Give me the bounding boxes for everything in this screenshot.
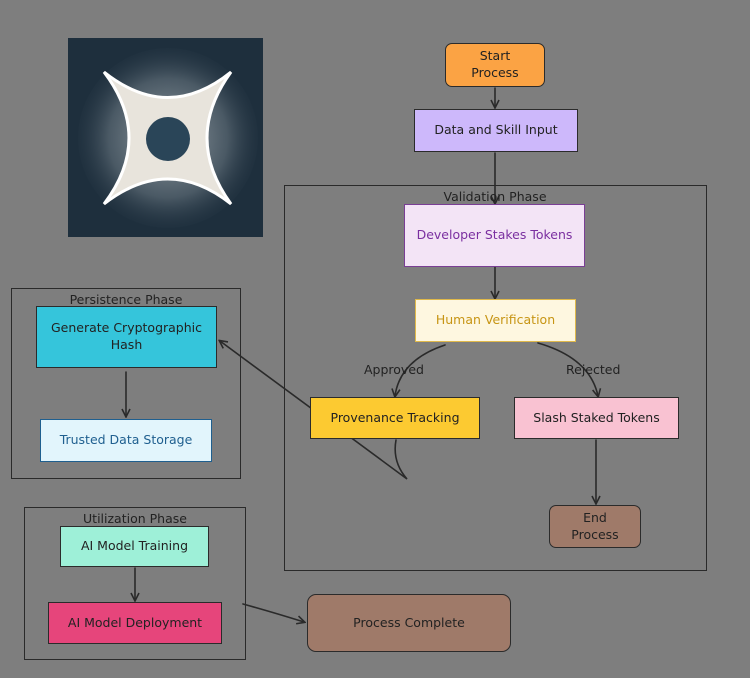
process-complete-node[interactable]: Process Complete [307,594,511,652]
human-verification-node[interactable]: Human Verification [415,299,576,342]
end-process-node[interactable]: End Process [549,505,641,548]
sparkle-logo-icon [68,38,263,237]
utilization-phase-container [24,507,246,660]
rejected-edge-label: Rejected [566,362,621,377]
edge-verify-to-slash [537,342,598,396]
validation-phase-container [284,185,707,571]
persistence-phase-container [11,288,241,479]
edge-deployment-to-complete [242,603,304,622]
provenance-tracking-node[interactable]: Provenance Tracking [310,397,480,439]
data-skill-input-node[interactable]: Data and Skill Input [414,109,578,152]
edge-verify-to-provenance [395,344,446,396]
persistence-phase-label: Persistence Phase [69,292,183,307]
approved-edge-label: Approved [364,362,424,377]
trusted-data-storage-node[interactable]: Trusted Data Storage [40,419,212,462]
ai-model-training-node[interactable]: AI Model Training [60,526,209,567]
ai-model-deployment-node[interactable]: AI Model Deployment [48,602,222,644]
start-process-node[interactable]: Start Process [445,43,545,87]
developer-stakes-tokens-node[interactable]: Developer Stakes Tokens [404,204,585,267]
logo-image [68,38,263,237]
generate-cryptographic-hash-node[interactable]: Generate Cryptographic Hash [36,306,217,368]
slash-staked-tokens-node[interactable]: Slash Staked Tokens [514,397,679,439]
utilization-phase-label: Utilization Phase [83,511,187,526]
validation-phase-label: Validation Phase [443,189,547,204]
edge-provenance-to-hash [220,341,408,480]
